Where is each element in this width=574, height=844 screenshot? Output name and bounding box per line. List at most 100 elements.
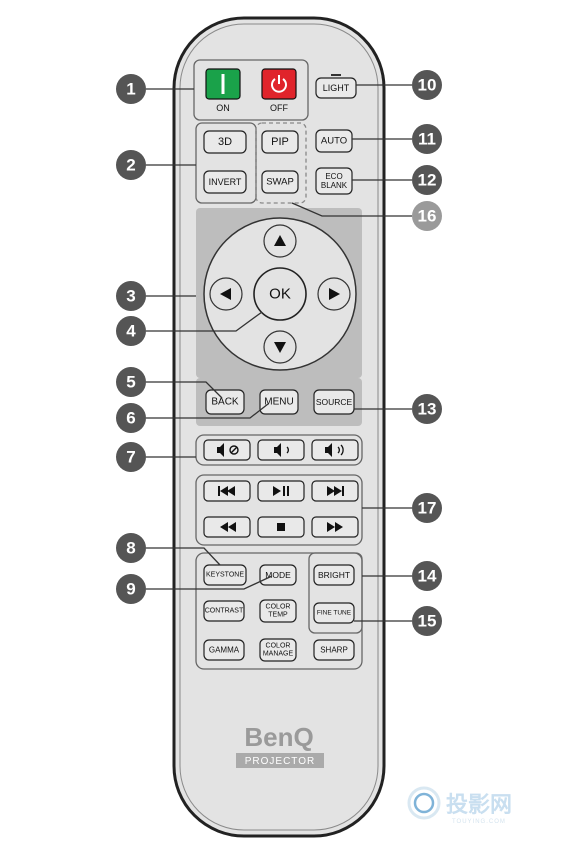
- off-caption: OFF: [270, 103, 288, 113]
- 3d-button-label: 3D: [218, 136, 232, 148]
- callout-number-3: 3: [126, 287, 135, 306]
- callout-2: 2: [116, 150, 146, 180]
- back-button[interactable]: BACK: [205, 389, 245, 415]
- auto-button[interactable]: AUTO: [315, 129, 353, 153]
- callout-7: 7: [116, 442, 146, 472]
- callout-number-14: 14: [418, 567, 437, 586]
- watermark-text: 投影网: [446, 792, 512, 817]
- eco-blank-button-label-1: ECO: [325, 172, 342, 181]
- volume-down-button[interactable]: [257, 439, 305, 461]
- callout-leader-9: [146, 575, 273, 590]
- color-manage-button-label-2: MANAGE: [263, 651, 294, 658]
- callout-13: 13: [412, 394, 442, 424]
- play-pause-button[interactable]: [257, 480, 305, 502]
- remote-body-inner-edge: [179, 23, 379, 831]
- callout-15: 15: [412, 606, 442, 636]
- brand-sub-text: PROJECTOR: [245, 756, 316, 767]
- ok-label: OK: [269, 286, 291, 303]
- invert-button-label: INVERT: [209, 177, 242, 187]
- callout-6: 6: [116, 403, 146, 433]
- fine-tune-button[interactable]: FINE TUNE: [313, 602, 355, 624]
- stop-button[interactable]: [257, 516, 305, 538]
- callout-leader-6: [146, 403, 269, 419]
- color-temp-button-label-2: TEMP: [268, 612, 288, 619]
- pip-button[interactable]: PIP: [261, 130, 299, 154]
- sharp-button[interactable]: SHARP: [313, 639, 355, 661]
- pip-swap-dashed-outline: [255, 122, 307, 204]
- color-temp-button-label-1: COLOR: [266, 604, 291, 611]
- gamma-button[interactable]: GAMMA: [203, 639, 245, 661]
- brand-logo: BenQ: [244, 722, 313, 752]
- callout-number-17: 17: [418, 499, 437, 518]
- watermark-sub: TOUYING.COM: [452, 819, 506, 825]
- mute-button[interactable]: [203, 439, 251, 461]
- callout-number-16: 16: [418, 207, 437, 226]
- volume-up-icon: [325, 443, 332, 457]
- keystone-button-label: KEYSTONE: [206, 572, 244, 579]
- contrast-button[interactable]: CONTRAST: [203, 600, 245, 622]
- callout-number-2: 2: [126, 156, 135, 175]
- bright-button[interactable]: BRIGHT: [313, 564, 355, 586]
- next-button[interactable]: [311, 480, 359, 502]
- swap-button[interactable]: SWAP: [261, 170, 299, 194]
- callout-9: 9: [116, 574, 146, 604]
- source-button[interactable]: SOURCE: [313, 389, 355, 415]
- previous-button[interactable]: [203, 480, 251, 502]
- callout-17: 17: [412, 493, 442, 523]
- callout-3: 3: [116, 281, 146, 311]
- rewind-icon: [220, 522, 236, 532]
- color-manage-button-label-1: COLOR: [266, 643, 291, 650]
- bright-button-label: BRIGHT: [318, 570, 350, 580]
- right-arrow-icon: [329, 288, 340, 300]
- up-arrow-icon: [274, 235, 286, 246]
- callout-number-8: 8: [126, 539, 135, 558]
- callout-14: 14: [412, 561, 442, 591]
- skip-previous-icon: [218, 486, 235, 496]
- sharp-button-label: SHARP: [320, 646, 348, 655]
- skip-next-icon: [327, 486, 344, 496]
- mute-icon: [217, 443, 224, 457]
- rewind-button[interactable]: [203, 516, 251, 538]
- callout-number-1: 1: [126, 80, 135, 99]
- light-indicator-icon: [331, 74, 341, 76]
- invert-button[interactable]: INVERT: [203, 170, 247, 194]
- callout-11: 11: [412, 124, 442, 154]
- fine-tune-button-label: FINE TUNE: [317, 610, 352, 617]
- on-caption: ON: [216, 103, 230, 113]
- keystone-button[interactable]: KEYSTONE: [203, 564, 247, 586]
- 3d-button[interactable]: 3D: [203, 130, 247, 154]
- callout-leader-5: [146, 381, 223, 399]
- left-arrow-icon: [220, 288, 231, 300]
- volume-up-button[interactable]: [311, 439, 359, 461]
- callout-12: 12: [412, 165, 442, 195]
- stop-icon: [277, 523, 285, 531]
- power-off-icon: [271, 78, 287, 93]
- gamma-button-label: GAMMA: [209, 646, 240, 655]
- callout-number-6: 6: [126, 409, 135, 428]
- eco-blank-button-label-2: BLANK: [321, 181, 348, 190]
- down-arrow-icon: [274, 342, 286, 353]
- brand-sub-plate: [236, 753, 324, 768]
- back-button-label: BACK: [211, 397, 239, 408]
- source-button-label: SOURCE: [316, 397, 353, 407]
- media-group-outline: [195, 474, 363, 546]
- ok-button[interactable]: [253, 267, 307, 321]
- play-pause-icon: [273, 486, 289, 496]
- callout-leader-8: [146, 547, 221, 566]
- callout-number-12: 12: [418, 171, 437, 190]
- callout-number-7: 7: [126, 448, 135, 467]
- callout-number-10: 10: [418, 76, 437, 95]
- menu-button[interactable]: MENU: [259, 389, 299, 415]
- callout-number-15: 15: [418, 612, 437, 631]
- light-button-label: LIGHT: [323, 83, 350, 93]
- light-button[interactable]: LIGHT: [315, 77, 357, 99]
- callout-1: 1: [116, 74, 146, 104]
- bright-finetune-outline: [308, 552, 363, 634]
- callout-8: 8: [116, 533, 146, 563]
- fast-forward-button[interactable]: [311, 516, 359, 538]
- mode-button[interactable]: MODE: [259, 564, 297, 586]
